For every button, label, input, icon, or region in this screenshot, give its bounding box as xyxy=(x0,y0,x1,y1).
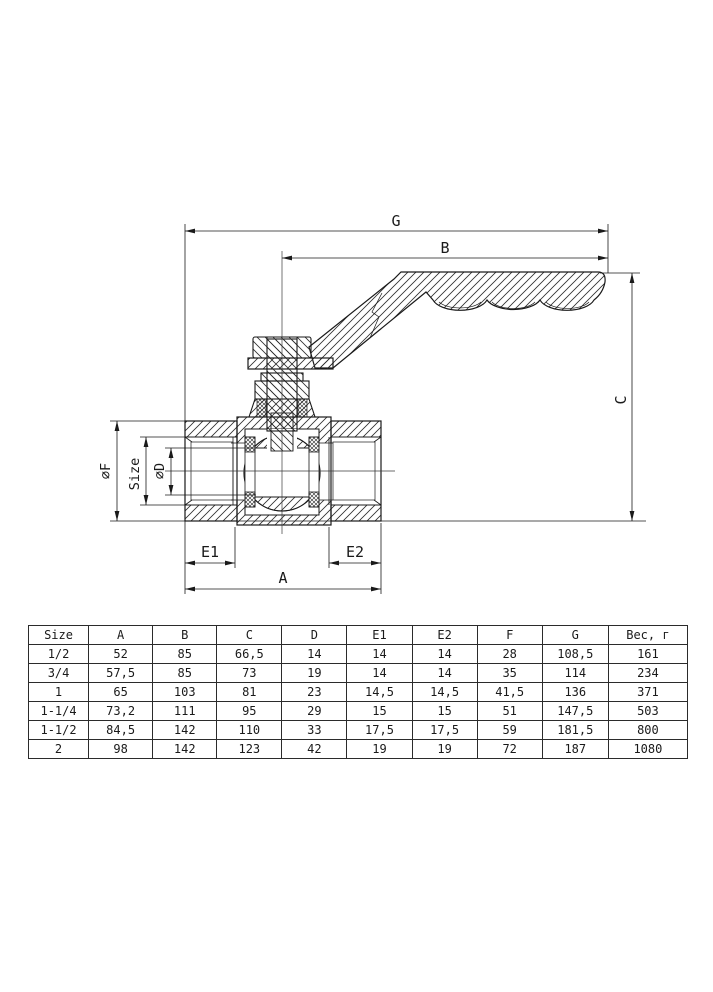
table-cell: 35 xyxy=(476,663,543,683)
dimension-labels: G B C ∅F Size ∅D E1 E2 A xyxy=(98,212,630,587)
table-row: 2 98 142 123 42 19 19 72 187 1080 xyxy=(27,739,689,759)
table-cell: 14,5 xyxy=(346,682,413,702)
table-cell: 28 xyxy=(476,644,543,664)
table-header-cell: D xyxy=(281,625,348,645)
table-header-cell: F xyxy=(476,625,543,645)
table-header-cell: G xyxy=(541,625,609,645)
table-cell: 111 xyxy=(152,701,218,721)
table-cell: 1-1/2 xyxy=(27,720,90,740)
table-cell: 14 xyxy=(411,663,478,683)
table-cell: 57,5 xyxy=(88,663,154,683)
table-cell: 98 xyxy=(88,739,154,759)
table-cell: 72 xyxy=(476,739,543,759)
table-cell: 15 xyxy=(346,701,413,721)
dim-label-c: C xyxy=(612,395,630,404)
table-row: 1-1/4 73,2 111 95 29 15 15 51 147,5 503 xyxy=(27,701,689,721)
table-header-cell: Size xyxy=(27,625,90,645)
table-row: 1-1/2 84,5 142 110 33 17,5 17,5 59 181,5… xyxy=(27,720,689,740)
table-cell: 52 xyxy=(88,644,154,664)
table-cell: 2 xyxy=(27,739,90,759)
table-cell: 14 xyxy=(411,644,478,664)
table-cell: 85 xyxy=(152,663,218,683)
table-cell: 1/2 xyxy=(27,644,90,664)
table-cell: 1 xyxy=(27,682,90,702)
table-header-cell: E1 xyxy=(346,625,413,645)
table-cell: 51 xyxy=(476,701,543,721)
table-cell: 503 xyxy=(607,701,689,721)
table-cell: 142 xyxy=(152,739,218,759)
dim-label-f: ∅F xyxy=(98,463,114,479)
table-header-cell: C xyxy=(216,625,283,645)
passage-left xyxy=(231,443,247,500)
table-cell: 85 xyxy=(152,644,218,664)
dim-label-d: ∅D xyxy=(152,463,168,479)
table-row: 1 65 103 81 23 14,5 14,5 41,5 136 371 xyxy=(27,682,689,702)
table-header-cell: B xyxy=(152,625,218,645)
table-header-cell: A xyxy=(88,625,154,645)
table-cell: 81 xyxy=(216,682,283,702)
table-cell: 17,5 xyxy=(346,720,413,740)
table-cell: 3/4 xyxy=(27,663,90,683)
table-cell: 14,5 xyxy=(411,682,478,702)
table-cell: 19 xyxy=(281,663,348,683)
table-cell: 800 xyxy=(607,720,689,740)
dim-label-g: G xyxy=(391,212,400,230)
table-cell: 17,5 xyxy=(411,720,478,740)
table-cell: 15 xyxy=(411,701,478,721)
dim-label-a: A xyxy=(278,569,287,587)
table-cell: 1080 xyxy=(607,739,689,759)
table-cell: 114 xyxy=(541,663,609,683)
table-cell: 147,5 xyxy=(541,701,609,721)
table-cell: 161 xyxy=(607,644,689,664)
table-cell: 73 xyxy=(216,663,283,683)
dim-label-b: B xyxy=(440,239,449,257)
table-cell: 73,2 xyxy=(88,701,154,721)
table-cell: 103 xyxy=(152,682,218,702)
table-cell: 110 xyxy=(216,720,283,740)
table-cell: 66,5 xyxy=(216,644,283,664)
dim-label-e2: E2 xyxy=(346,543,364,561)
table-cell: 234 xyxy=(607,663,689,683)
table-cell: 33 xyxy=(281,720,348,740)
packing-left xyxy=(256,398,267,418)
packing-right xyxy=(297,398,308,418)
table-cell: 123 xyxy=(216,739,283,759)
table-row: 1/2 52 85 66,5 14 14 14 28 108,5 161 xyxy=(27,644,689,664)
dim-label-e1: E1 xyxy=(201,543,219,561)
table-cell: 59 xyxy=(476,720,543,740)
table-cell: 19 xyxy=(411,739,478,759)
table-cell: 23 xyxy=(281,682,348,702)
table-cell: 14 xyxy=(346,644,413,664)
table-cell: 14 xyxy=(281,644,348,664)
table-cell: 95 xyxy=(216,701,283,721)
table-cell: 84,5 xyxy=(88,720,154,740)
left-port xyxy=(184,420,238,522)
table-cell: 19 xyxy=(346,739,413,759)
table-header-cell: E2 xyxy=(411,625,478,645)
break-mark xyxy=(369,292,383,339)
table-cell: 187 xyxy=(541,739,609,759)
dim-label-size: Size xyxy=(127,458,143,491)
table-cell: 29 xyxy=(281,701,348,721)
ball-seats xyxy=(244,436,320,508)
grip-scallop-lines xyxy=(438,301,590,309)
table-cell: 108,5 xyxy=(541,644,609,664)
table-cell: 1-1/4 xyxy=(27,701,90,721)
handle-arm xyxy=(308,271,606,369)
table-cell: 142 xyxy=(152,720,218,740)
table-cell: 65 xyxy=(88,682,154,702)
valve-technical-drawing: G B C ∅F Size ∅D E1 E2 A xyxy=(98,212,646,594)
table-cell: 42 xyxy=(281,739,348,759)
table-cell: 136 xyxy=(541,682,609,702)
table-cell: 14 xyxy=(346,663,413,683)
dimension-table: Size A B C D E1 E2 F G Вес, г 1/2 52 85 … xyxy=(27,625,689,759)
table-cell: 41,5 xyxy=(476,682,543,702)
centerlines xyxy=(165,251,395,534)
dimensions xyxy=(110,224,646,594)
table-header-row: Size A B C D E1 E2 F G Вес, г xyxy=(27,625,689,645)
table-cell: 371 xyxy=(607,682,689,702)
table-header-cell: Вес, г xyxy=(607,625,689,645)
table-row: 3/4 57,5 85 73 19 14 14 35 114 234 xyxy=(27,663,689,683)
table-cell: 181,5 xyxy=(541,720,609,740)
